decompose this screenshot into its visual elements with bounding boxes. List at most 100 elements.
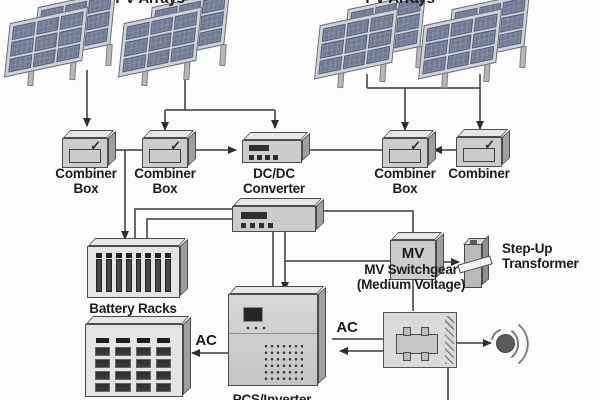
dcdc-converter-device [242, 132, 310, 163]
battery-cell [155, 383, 171, 392]
wire-converter-to-battery-b [146, 218, 232, 246]
battery-column [135, 338, 151, 392]
battery-module [145, 253, 152, 292]
box-top-face [391, 232, 443, 240]
box-side-face [180, 238, 188, 296]
box-top-face [383, 130, 435, 138]
battery-rack-2 [85, 316, 191, 397]
pcs-vent-grid [263, 343, 303, 381]
box-top-face [63, 130, 115, 138]
combiner3-label: Combiner Box [374, 166, 436, 196]
battery-cell [95, 359, 111, 368]
combiner-box-2: ✓ [142, 130, 196, 168]
converter-button [273, 155, 278, 160]
battery-cell [155, 371, 171, 380]
transformer-slot [470, 240, 477, 244]
box-top-face [229, 286, 325, 294]
battery-cell [135, 347, 151, 356]
solar-cell [446, 50, 471, 70]
ac-label-right: AC [336, 319, 358, 336]
box-top-face [86, 316, 190, 324]
battery-cell [115, 359, 131, 368]
grid-wave-arc-3 [491, 329, 501, 340]
combiner-check-icon: ✓ [389, 139, 421, 163]
combiner-check-icon: ✓ [69, 139, 101, 163]
combiner-check-icon: ✓ [463, 138, 495, 162]
box-side-face [183, 316, 191, 395]
bay-transformer-device [396, 327, 438, 361]
battery-column [155, 338, 171, 392]
battery-cell [95, 383, 111, 392]
solar-cell [198, 27, 223, 47]
bushing [403, 352, 411, 361]
battery-module [165, 253, 171, 292]
array-leg [519, 45, 527, 69]
bay-hatch-strip [445, 316, 454, 364]
grid-connection-icon [496, 334, 515, 353]
battery-column [115, 338, 131, 392]
battery-cell [135, 359, 151, 368]
battery-column [95, 338, 111, 392]
box-top-face [243, 132, 309, 140]
box-top-face [88, 238, 187, 246]
converter-display [249, 145, 269, 151]
pcs-indicator-dots [244, 326, 266, 330]
converter-device-2 [232, 198, 324, 232]
box-top-face [457, 129, 509, 137]
combiner-box-3: ✓ [382, 130, 436, 168]
solar-cell [122, 53, 146, 73]
battery-cell [115, 347, 131, 356]
battery-modules [96, 253, 171, 292]
battery-cell [135, 371, 151, 380]
bushing [421, 352, 429, 361]
pcs-inverter-device [228, 286, 326, 386]
combiner2-label: Combiner Box [134, 166, 196, 196]
wire-converter-to-battery-a [134, 208, 232, 246]
array-leg [105, 43, 113, 67]
battery-columns [95, 338, 171, 392]
combiner-check-icon: ✓ [149, 139, 181, 163]
pcs-display [243, 307, 263, 322]
mv-switchgear-box: MV [390, 232, 444, 280]
box-top-face [143, 130, 195, 138]
solar-cell [56, 43, 81, 63]
solar-cell [84, 27, 109, 47]
combiner-box-1: ✓ [62, 130, 116, 168]
solar-cell [170, 43, 195, 63]
converter-button [259, 223, 264, 228]
pv-array-3 [314, 0, 430, 96]
battery-module [125, 253, 132, 292]
pv-array-1 [4, 0, 120, 94]
converter-button [257, 155, 262, 160]
battery-module [115, 253, 122, 292]
converter-button [249, 155, 254, 160]
battery-module [96, 253, 102, 292]
battery-cell [115, 383, 131, 392]
converter-display [241, 212, 267, 219]
pcs-inverter-label: PCS/Inverter [232, 392, 312, 400]
battery-module [105, 253, 112, 292]
solar-cell [8, 53, 32, 73]
ac-label-left: AC [195, 332, 217, 349]
solar-cell [422, 55, 446, 75]
battery-cell [135, 383, 151, 392]
converter-button [250, 223, 255, 228]
pv-arrays-label-left: PV Arrays [115, 0, 185, 6]
battery-module [135, 253, 142, 292]
grid-wave-arc-1 [511, 330, 519, 358]
pv-array-2 [118, 0, 234, 94]
battery-cell [155, 359, 171, 368]
converter-button [268, 223, 273, 228]
bushing [421, 327, 429, 336]
box-side-face [318, 286, 326, 384]
converter-button [241, 223, 246, 228]
step-up-transformer-device [457, 235, 498, 294]
pcs-seam [229, 333, 317, 334]
combiner1-label: Combiner Box [55, 166, 117, 196]
mv-switchgear-label: MV Switchgear (Medium Voltage) [356, 262, 466, 292]
check-icon: ✓ [170, 138, 181, 153]
mv-box-label: MV [401, 245, 425, 262]
array-leg [219, 43, 227, 67]
